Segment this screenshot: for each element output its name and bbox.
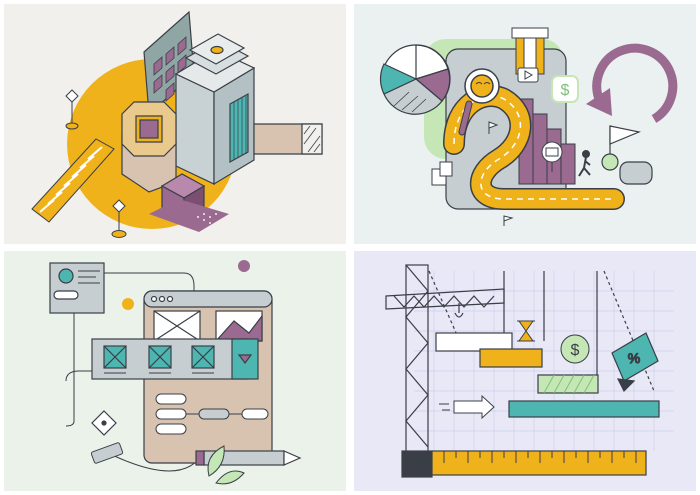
white-bar-shape [435, 332, 513, 352]
ui-card [49, 262, 105, 314]
teal-bar-shape [508, 400, 660, 418]
roadmap-growth-illustration: $ [354, 4, 696, 244]
yellow-dot-shape [122, 298, 134, 310]
ruler-icon [431, 450, 647, 476]
image-strip [91, 338, 259, 380]
pen-tool-icon [91, 410, 117, 436]
hatch-pattern [543, 374, 595, 394]
isometric-buildings-illustration [4, 4, 346, 244]
flag-icon [601, 125, 653, 185]
web-design-scene [4, 251, 346, 491]
percent-tag-icon: % [611, 332, 659, 393]
svg-text:$: $ [571, 342, 580, 359]
email-icon [541, 141, 563, 172]
dollar-icon: $ [560, 334, 590, 364]
yellow-bar-shape [479, 348, 543, 368]
web-design-process-illustration [4, 251, 346, 491]
svg-text:%: % [628, 350, 640, 366]
shopping-bags-icon [431, 161, 453, 186]
yellow-ramp-shape [31, 138, 115, 223]
roadmap-scene: $ [354, 4, 696, 244]
octagon-barrel [121, 101, 177, 193]
isometric-scene [4, 4, 346, 244]
flag-icon [111, 199, 127, 238]
crane-icon [385, 264, 505, 478]
tan-beam [253, 123, 323, 155]
pie-chart-icon [379, 44, 451, 115]
leaf-icon [207, 445, 245, 485]
dollar-icon: $ [551, 75, 579, 103]
road-dashes [453, 95, 614, 200]
magnifier-icon [458, 68, 500, 136]
construction-timeline-illustration: $ % [354, 251, 696, 491]
plum-square-shape [139, 119, 159, 139]
flag-icon [503, 215, 514, 226]
refresh-arrow-icon [592, 43, 678, 123]
dot-pattern [197, 213, 217, 224]
gift-icon [511, 27, 549, 75]
hourglass-icon [517, 320, 535, 342]
green-bar-shape [537, 374, 599, 394]
flag-icon [65, 89, 79, 130]
walking-person-icon [578, 150, 591, 177]
connector-lines [65, 272, 205, 472]
arrow-icon [439, 394, 495, 420]
flowchart [155, 393, 269, 435]
construction-scene: $ % [354, 251, 696, 491]
gray-tower-building [174, 33, 256, 186]
eraser-icon [90, 442, 124, 464]
svg-text:$: $ [561, 82, 570, 99]
flag-icon [488, 121, 499, 134]
plum-floor-shape [149, 199, 229, 232]
arrow-head-shape [586, 88, 612, 116]
video-icon [517, 67, 539, 83]
plum-dot-shape [238, 260, 250, 272]
